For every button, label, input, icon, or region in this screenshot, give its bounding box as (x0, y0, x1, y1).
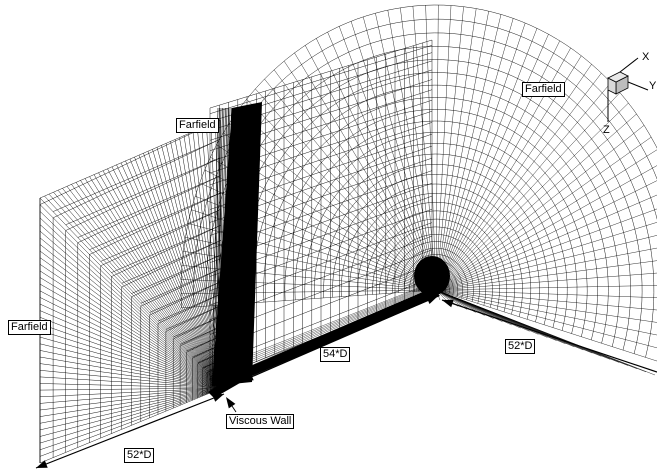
axis-y-label: Y (649, 80, 657, 92)
farfield-label-top: Farfield (176, 118, 219, 133)
semicircle-plane-mesh (180, 4, 657, 376)
dimension-arrows (35, 295, 657, 469)
axis-z-label: Z (603, 124, 610, 136)
viscous-wall-label: Viscous Wall (226, 414, 295, 429)
farfield-label-left: Farfield (8, 320, 51, 335)
dimension-label-54d: 54*D (320, 347, 351, 362)
farfield-label-right: Farfield (522, 82, 565, 97)
axis-x-label: X (642, 51, 650, 63)
dimension-label-52d-right: 52*D (505, 339, 536, 354)
dimension-label-52d-bottom: 52*D (124, 448, 155, 463)
left-plane-mesh (39, 119, 223, 464)
axis-triad-icon (607, 57, 649, 122)
wall-refinement-bands (208, 102, 440, 398)
